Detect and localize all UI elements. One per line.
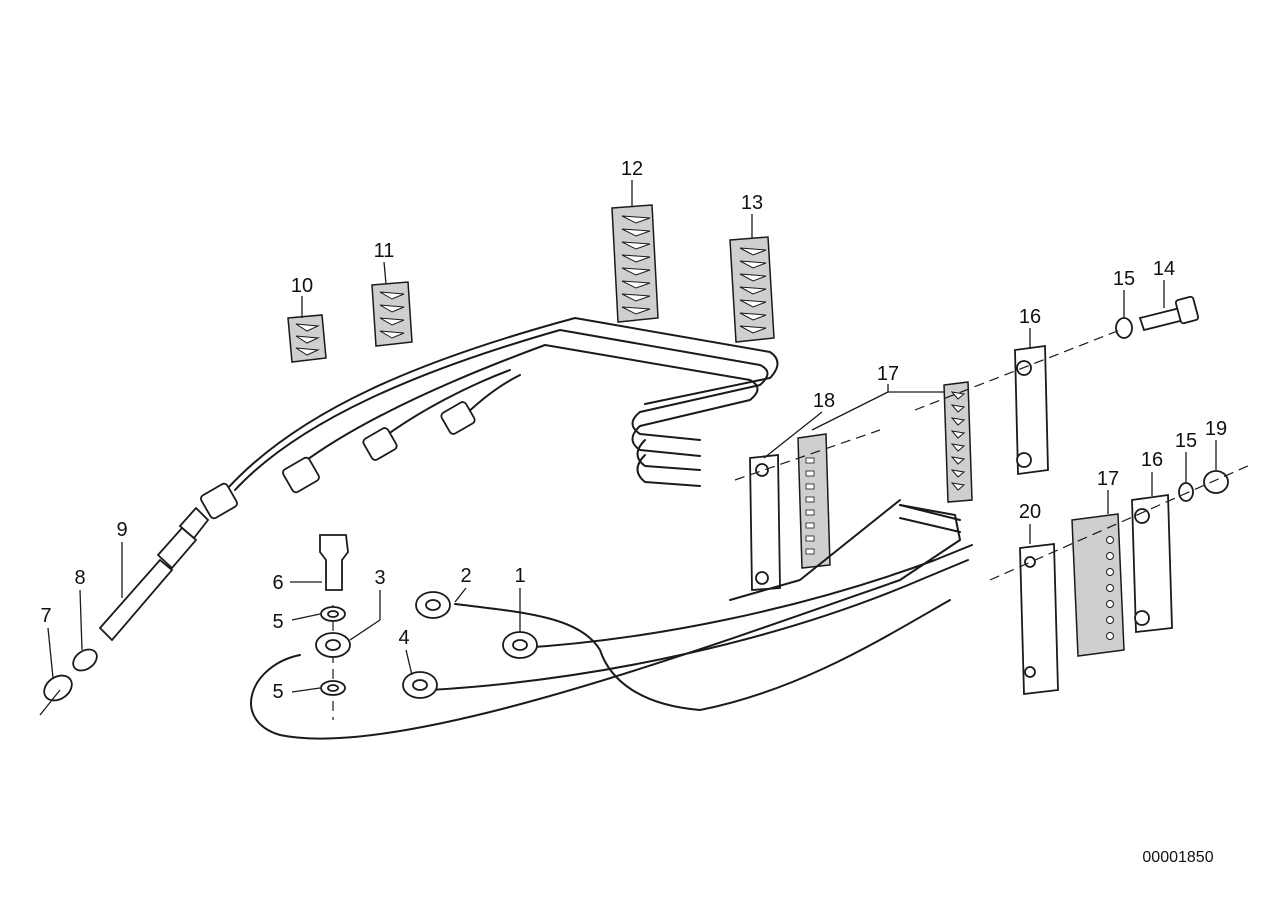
clamp-13-slot (739, 247, 767, 256)
lower-return-line-bundle (250, 499, 973, 740)
clamp-13-slot (739, 299, 767, 308)
clamp-11-slot (379, 330, 405, 339)
clamp-18-rib (805, 522, 815, 529)
clamp-18-rib (805, 470, 815, 477)
banjo-fitting-2 (415, 591, 451, 619)
clamp-17-lower-hole (1106, 632, 1114, 640)
callout-11: 11 (374, 240, 395, 262)
callout-16-upper: 16 (1019, 306, 1041, 328)
clamp-18-rib (805, 496, 815, 503)
clamp-11-slot (379, 304, 405, 313)
clamp-12-slot (621, 280, 651, 289)
diagram-code: 00001850 (1142, 849, 1213, 866)
clamp-18-rib (805, 535, 815, 542)
washer-15-upper (1115, 317, 1133, 339)
clamp-18-rib (805, 509, 815, 516)
clamp-11-slot (379, 291, 405, 300)
callout-20: 20 (1019, 501, 1041, 523)
callout-15-upper: 15 (1113, 268, 1135, 290)
callout-12: 12 (621, 158, 643, 180)
clamp-block-17-lower (1071, 513, 1125, 657)
seal-ring-5-lower (320, 680, 346, 696)
clamp-13-slot (739, 325, 767, 334)
callout-17-lower: 17 (1097, 468, 1119, 490)
callout-15-lower: 15 (1175, 430, 1197, 452)
banjo-fitting-4 (402, 671, 438, 699)
clamp-11-slot (379, 317, 405, 326)
seal-ring-5-upper (320, 606, 346, 622)
injector-assembly (39, 506, 210, 716)
banjo-fitting-1 (502, 631, 538, 659)
bracket-18 (749, 454, 781, 591)
bracket-16-upper (1014, 344, 1049, 476)
clamp-17-lower-hole (1106, 552, 1114, 560)
clamp-13-slot (739, 260, 767, 269)
callout-labels: 1 2 3 4 5 5 6 7 8 9 10 11 12 13 14 15 15… (40, 158, 1227, 703)
clamp-10-slot (295, 323, 320, 332)
clamp-10-slot (295, 347, 320, 356)
nut-19 (1203, 470, 1229, 494)
clamp-17-upper-slot (950, 456, 966, 465)
callout-18: 18 (813, 390, 835, 412)
callout-5-lower: 5 (272, 681, 283, 703)
callout-9: 9 (116, 519, 127, 541)
bracket-16-lower (1131, 493, 1173, 634)
callout-1: 1 (514, 565, 525, 587)
clamp-12-slot (621, 293, 651, 302)
clamp-17-lower-hole (1106, 584, 1114, 592)
clamp-13-slot (739, 286, 767, 295)
bolt-14 (1138, 295, 1200, 332)
clamp-insert-11 (371, 281, 413, 347)
clamp-18-rib (805, 483, 815, 490)
clamp-17-lower-hole (1106, 600, 1114, 608)
callout-13: 13 (741, 192, 763, 214)
clamp-17-upper-slot (950, 482, 966, 491)
clamp-insert-12 (611, 204, 659, 323)
clamp-18-rib (805, 457, 815, 464)
clamp-12-slot (621, 215, 651, 224)
clamp-17-lower-hole (1106, 616, 1114, 624)
clamp-12-slot (621, 267, 651, 276)
callout-4: 4 (398, 627, 409, 649)
callout-5-upper: 5 (272, 611, 283, 633)
callout-19: 19 (1205, 418, 1227, 440)
clamp-17-upper-slot (950, 430, 966, 439)
washer-15-lower (1178, 482, 1194, 502)
clamp-17-lower-hole (1106, 568, 1114, 576)
clamp-17-lower-hole (1106, 536, 1114, 544)
callout-2: 2 (460, 565, 471, 587)
assembly-axis-lines (332, 329, 1251, 720)
clamp-13-slot (739, 273, 767, 282)
callout-6: 6 (272, 572, 283, 594)
clamp-17-upper-slot (950, 404, 966, 413)
clamp-13-slot (739, 312, 767, 321)
clamp-17-upper-slot (950, 391, 966, 400)
banjo-bolt-6 (319, 534, 349, 591)
bracket-20 (1019, 542, 1059, 696)
clamp-17-upper-slot (950, 443, 966, 452)
clamp-17-upper-slot (950, 417, 966, 426)
clamp-block-17-upper (797, 381, 973, 569)
clamp-18-rib (805, 548, 815, 555)
clamp-10-slot (295, 335, 320, 344)
callout-17-upper: 17 (877, 363, 899, 385)
clamp-17-upper-slot (950, 469, 966, 478)
clamp-12-slot (621, 228, 651, 237)
callout-leader-lines (47, 180, 1217, 693)
callout-16-lower: 16 (1141, 449, 1163, 471)
clamp-12-slot (621, 254, 651, 263)
callout-8: 8 (74, 567, 85, 589)
callout-14: 14 (1153, 258, 1175, 280)
callout-3: 3 (374, 567, 385, 589)
clamp-12-slot (621, 241, 651, 250)
clamp-12-slot (621, 306, 651, 315)
banjo-fitting-3 (315, 632, 351, 658)
callout-10: 10 (291, 275, 313, 297)
upper-line-union-nuts (200, 401, 476, 520)
callout-7: 7 (40, 605, 51, 627)
upper-injection-line-bundle (227, 317, 779, 491)
